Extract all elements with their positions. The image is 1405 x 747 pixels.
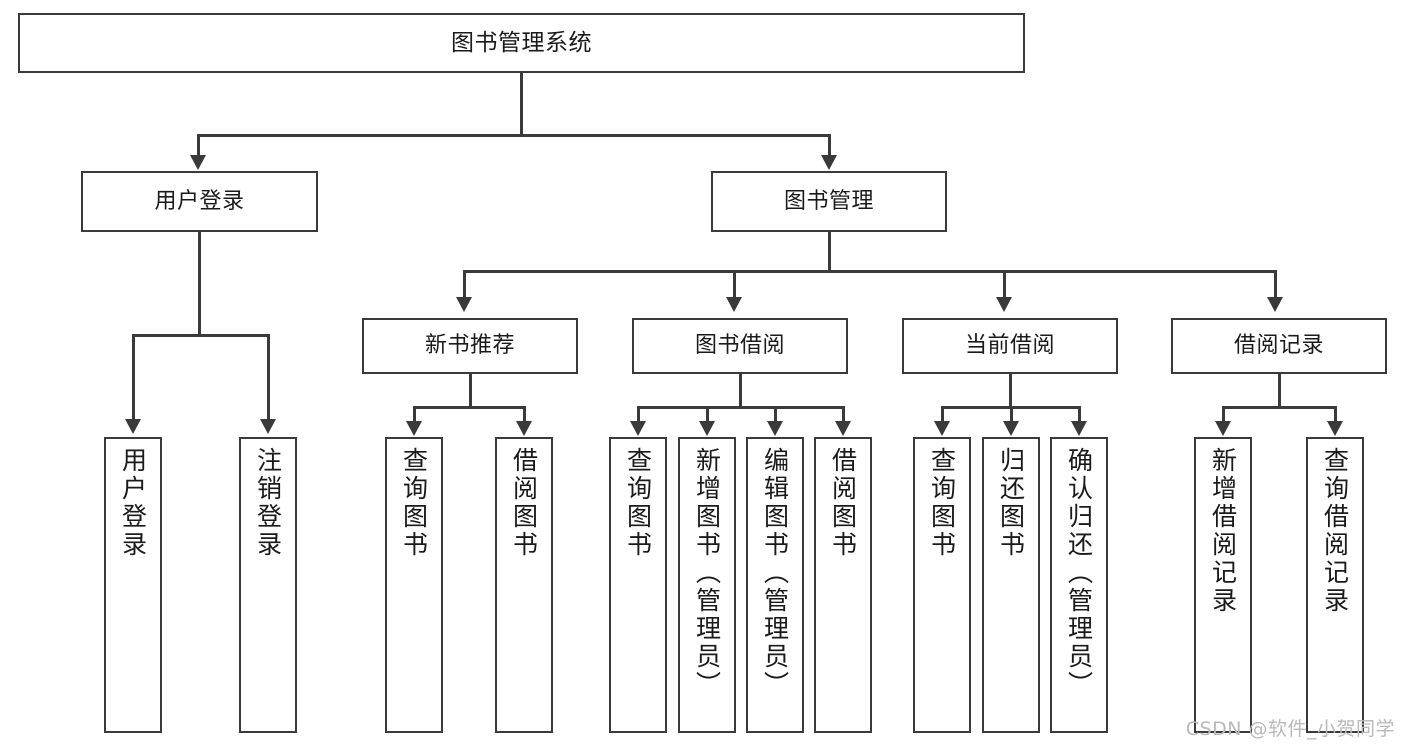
connector-root-bus (197, 134, 831, 137)
arrow-book-borrow-leaf-3 (767, 421, 783, 436)
node-current-borrow-label: 当前借阅 (964, 333, 1055, 359)
connector-book-manage-bus (463, 270, 1277, 273)
arrow-to-borrow-record (1267, 297, 1283, 312)
node-root[interactable]: 图书管理系统 (18, 13, 1025, 73)
connector-book-borrow-drop-2 (706, 406, 709, 422)
arrow-to-new-book-recommend (456, 297, 472, 312)
node-new-book-recommend[interactable]: 新书推荐 (362, 318, 578, 374)
arrow-root-to-book-manage (821, 155, 837, 170)
leaf-query-book-2-label: 查询图书 (623, 447, 653, 559)
arrow-new-book-leaf-1 (406, 421, 422, 436)
leaf-borrow-book-2-label: 借阅图书 (828, 447, 858, 559)
node-current-borrow[interactable]: 当前借阅 (902, 318, 1118, 374)
arrow-borrow-record-leaf-2 (1327, 421, 1343, 436)
leaf-return-book[interactable]: 归还图书 (982, 437, 1040, 733)
leaf-return-book-label: 归还图书 (996, 447, 1026, 559)
connector-current-borrow-stem (1009, 374, 1012, 408)
node-book-manage-label: 图书管理 (783, 188, 874, 214)
connector-borrow-record-drop-2 (1334, 406, 1337, 422)
arrow-to-book-borrow (726, 297, 742, 312)
arrow-user-login-leaf-2 (260, 419, 276, 434)
leaf-edit-book[interactable]: 编辑图书（管理员） (746, 437, 804, 733)
connector-new-book-bus (413, 406, 526, 409)
leaf-logout[interactable]: 注销登录 (239, 437, 297, 733)
leaf-query-book-1-label: 查询图书 (399, 447, 429, 559)
node-book-manage[interactable]: 图书管理 (711, 171, 947, 232)
arrow-user-login-leaf-1 (125, 419, 141, 434)
connector-user-login-bus (132, 334, 267, 337)
connector-new-book-stem (469, 374, 472, 408)
connector-to-borrow-record (1274, 270, 1277, 298)
leaf-borrow-book-2[interactable]: 借阅图书 (814, 437, 872, 733)
leaf-query-book-2[interactable]: 查询图书 (609, 437, 667, 733)
node-book-borrow[interactable]: 图书借阅 (632, 318, 848, 374)
connector-current-borrow-drop-2 (1010, 406, 1013, 422)
leaf-add-book[interactable]: 新增图书（管理员） (678, 437, 736, 733)
node-user-login-label: 用户登录 (154, 188, 245, 214)
leaf-query-book-3[interactable]: 查询图书 (913, 437, 971, 733)
connector-borrow-record-stem (1278, 374, 1281, 408)
leaf-query-book-3-label: 查询图书 (927, 447, 957, 559)
leaf-user-login-label: 用户登录 (118, 447, 148, 559)
arrow-to-current-borrow (996, 297, 1012, 312)
connector-user-login-drop-2 (267, 334, 270, 420)
connector-borrow-record-bus (1222, 406, 1337, 409)
arrow-book-borrow-leaf-4 (835, 421, 851, 436)
arrow-borrow-record-leaf-1 (1215, 421, 1231, 436)
leaf-borrow-book-1-label: 借阅图书 (509, 447, 539, 559)
leaf-add-record-label: 新增借阅记录 (1208, 447, 1238, 615)
connector-book-borrow-drop-3 (774, 406, 777, 422)
leaf-query-record-label: 查询借阅记录 (1320, 447, 1350, 615)
connector-current-borrow-drop-3 (1078, 406, 1081, 422)
connector-book-manage-stem (828, 232, 831, 272)
node-borrow-record[interactable]: 借阅记录 (1171, 318, 1387, 374)
connector-book-borrow-stem (739, 374, 742, 408)
leaf-edit-book-label: 编辑图书（管理员） (760, 447, 790, 699)
node-borrow-record-label: 借阅记录 (1233, 333, 1324, 359)
connector-new-book-drop-2 (523, 406, 526, 422)
connector-user-login-drop-1 (132, 334, 135, 420)
connector-root-to-book-manage (828, 134, 831, 156)
connector-user-login-stem (198, 232, 201, 336)
connector-to-current-borrow (1003, 270, 1006, 298)
connector-current-borrow-drop-1 (941, 406, 944, 422)
node-root-label: 图书管理系统 (451, 29, 592, 56)
connector-root-stem (520, 73, 523, 136)
leaf-query-record[interactable]: 查询借阅记录 (1306, 437, 1364, 733)
leaf-query-book-1[interactable]: 查询图书 (385, 437, 443, 733)
connector-to-book-borrow (733, 270, 736, 298)
arrow-book-borrow-leaf-2 (699, 421, 715, 436)
leaf-add-record[interactable]: 新增借阅记录 (1194, 437, 1252, 733)
watermark-text: CSDN @软件_小贺同学 (1185, 718, 1395, 740)
arrow-book-borrow-leaf-1 (630, 421, 646, 436)
connector-to-new-book-recommend (463, 270, 466, 298)
node-new-book-recommend-label: 新书推荐 (424, 333, 515, 359)
connector-book-borrow-bus (637, 406, 845, 409)
leaf-confirm-return[interactable]: 确认归还（管理员） (1050, 437, 1108, 733)
arrow-root-to-user-login (190, 155, 206, 170)
node-user-login[interactable]: 用户登录 (81, 171, 318, 232)
leaf-borrow-book-1[interactable]: 借阅图书 (495, 437, 553, 733)
connector-book-borrow-drop-1 (637, 406, 640, 422)
leaf-add-book-label: 新增图书（管理员） (692, 447, 722, 699)
connector-root-to-user-login (197, 134, 200, 156)
connector-new-book-drop-1 (413, 406, 416, 422)
node-book-borrow-label: 图书借阅 (694, 333, 785, 359)
arrow-current-borrow-leaf-1 (934, 421, 950, 436)
arrow-new-book-leaf-2 (516, 421, 532, 436)
leaf-confirm-return-label: 确认归还（管理员） (1064, 447, 1094, 699)
connector-borrow-record-drop-1 (1222, 406, 1225, 422)
leaf-logout-label: 注销登录 (253, 447, 283, 559)
leaf-user-login[interactable]: 用户登录 (104, 437, 162, 733)
arrow-current-borrow-leaf-2 (1003, 421, 1019, 436)
arrow-current-borrow-leaf-3 (1071, 421, 1087, 436)
connector-book-borrow-drop-4 (842, 406, 845, 422)
